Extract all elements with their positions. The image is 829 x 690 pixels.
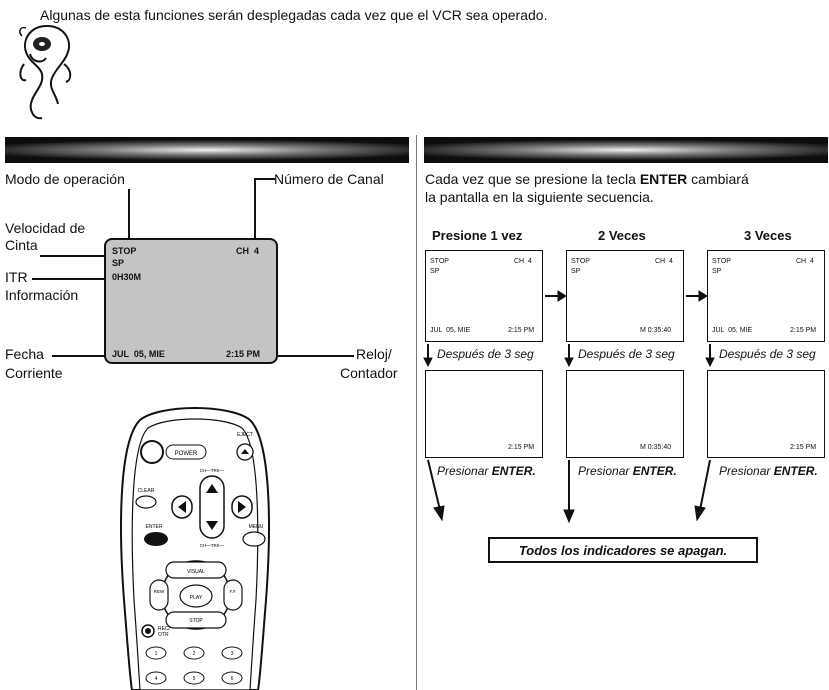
col-1-stop: STOP xyxy=(430,258,449,265)
svg-text:4: 4 xyxy=(155,676,158,682)
col-3-lower-clock: 2:15 PM xyxy=(790,444,817,451)
svg-text:CH—TRK—: CH—TRK— xyxy=(200,468,225,473)
svg-text:1: 1 xyxy=(155,651,158,657)
col-1-presionar: Presionar ENTER. xyxy=(437,464,536,478)
svg-text:6: 6 xyxy=(231,676,234,682)
svg-text:F.F.: F.F. xyxy=(229,589,236,594)
svg-text:5: 5 xyxy=(193,676,196,682)
final-message: Todos los indicadores se apagan. xyxy=(488,537,758,563)
col-2-presionar: Presionar ENTER. xyxy=(578,464,677,478)
label-informacion: Información xyxy=(5,287,79,303)
col-1-sp: SP xyxy=(430,268,440,275)
col-3-sp: SP xyxy=(712,268,722,275)
col-2-screen-top xyxy=(566,250,684,342)
osd-date: JUL 05, MIE xyxy=(112,349,165,359)
col-1-head: Presione 1 vez xyxy=(432,228,523,243)
svg-text:MENU: MENU xyxy=(249,524,264,530)
svg-text:EJECT: EJECT xyxy=(237,432,253,438)
pointer-canal-v xyxy=(254,178,256,245)
ghost-mascot-icon xyxy=(19,25,72,120)
svg-text:CH—TRK—: CH—TRK— xyxy=(200,543,225,548)
label-reloj: Reloj/ xyxy=(356,346,392,362)
intro-line-2: la pantalla en la siguiente secuencia. xyxy=(425,189,654,205)
col-2-sp: SP xyxy=(571,268,581,275)
svg-text:VISUAL: VISUAL xyxy=(187,569,205,575)
osd-clock: 2:15 PM xyxy=(226,349,261,359)
label-corriente: Corriente xyxy=(5,365,63,381)
col-2-despues: Después de 3 seg xyxy=(578,347,675,361)
svg-text:CLEAR: CLEAR xyxy=(138,488,155,494)
svg-text:OTR: OTR xyxy=(158,632,169,638)
svg-text:2: 2 xyxy=(193,651,196,657)
col-1-date: JUL 05, MIE xyxy=(430,327,471,334)
col-3-despues: Después de 3 seg xyxy=(719,347,816,361)
intro-line-1: Cada vez que se presione la tecla ENTER … xyxy=(425,171,749,187)
right-banner xyxy=(424,137,828,163)
note-text: Algunas de esta funciones serán desplega… xyxy=(40,7,548,23)
osd-speed: SP xyxy=(112,258,125,268)
col-2-counter: M 0:35:40 xyxy=(640,327,672,334)
label-contador: Contador xyxy=(340,365,398,381)
label-modo: Modo de operación xyxy=(5,171,125,187)
col-2-screen-bottom xyxy=(566,370,684,458)
svg-text:STOP: STOP xyxy=(189,618,203,624)
remote-control: POWER EJECT CH—TRK— CH—TRK— CLEAR ENTER … xyxy=(120,407,270,690)
col-3-stop: STOP xyxy=(712,258,731,265)
col-3-presionar: Presionar ENTER. xyxy=(719,464,818,478)
pointer-reloj xyxy=(270,355,354,357)
col-2-ch: CH 4 xyxy=(655,258,673,265)
power-button xyxy=(140,440,164,464)
arrow-final-3 xyxy=(699,459,711,511)
col-1-lower-clock: 2:15 PM xyxy=(508,444,535,451)
osd-channel: CH 4 xyxy=(236,246,260,256)
col-3-screen-bottom xyxy=(707,370,825,458)
col-2-stop: STOP xyxy=(571,258,590,265)
arrow-right-1-head xyxy=(557,290,567,302)
arrow-right-2-head xyxy=(698,290,708,302)
col-2-lower-counter: M 0:35:40 xyxy=(640,444,672,451)
col-1-screen-top xyxy=(425,250,543,342)
osd-itr: 0H30M xyxy=(112,272,142,282)
col-3-screen-top xyxy=(707,250,825,342)
col-2-head: 2 Veces xyxy=(598,228,646,243)
svg-text:POWER: POWER xyxy=(175,451,198,457)
label-cinta: Cinta xyxy=(5,237,38,253)
svg-text:REC/: REC/ xyxy=(158,626,171,632)
col-3-date: JUL 05, MIE xyxy=(712,327,753,334)
col-1-despues: Después de 3 seg xyxy=(437,347,534,361)
pointer-fecha xyxy=(52,355,108,357)
pointer-itr xyxy=(32,278,106,280)
svg-text:3: 3 xyxy=(231,651,234,657)
col-3-head: 3 Veces xyxy=(744,228,792,243)
col-1-ch: CH 4 xyxy=(514,258,532,265)
col-3-ch: CH 4 xyxy=(796,258,814,265)
column-divider xyxy=(416,135,417,690)
svg-text:REW: REW xyxy=(154,589,165,594)
svg-text:PLAY: PLAY xyxy=(190,595,203,601)
pointer-canal-h xyxy=(255,178,275,180)
col-3-clock: 2:15 PM xyxy=(790,327,817,334)
osd-mode: STOP xyxy=(112,246,137,256)
tv-screen xyxy=(104,238,278,364)
label-itr: ITR xyxy=(5,269,28,285)
col-1-screen-bottom xyxy=(425,370,543,458)
pointer-velocidad xyxy=(40,255,106,257)
col-1-clock: 2:15 PM xyxy=(508,327,535,334)
left-banner xyxy=(5,137,409,163)
label-velocidad: Velocidad de xyxy=(5,220,86,236)
svg-text:ENTER: ENTER xyxy=(146,524,163,530)
pointer-modo xyxy=(128,189,130,245)
label-fecha: Fecha xyxy=(5,346,44,362)
label-numero-canal: Número de Canal xyxy=(274,171,384,187)
